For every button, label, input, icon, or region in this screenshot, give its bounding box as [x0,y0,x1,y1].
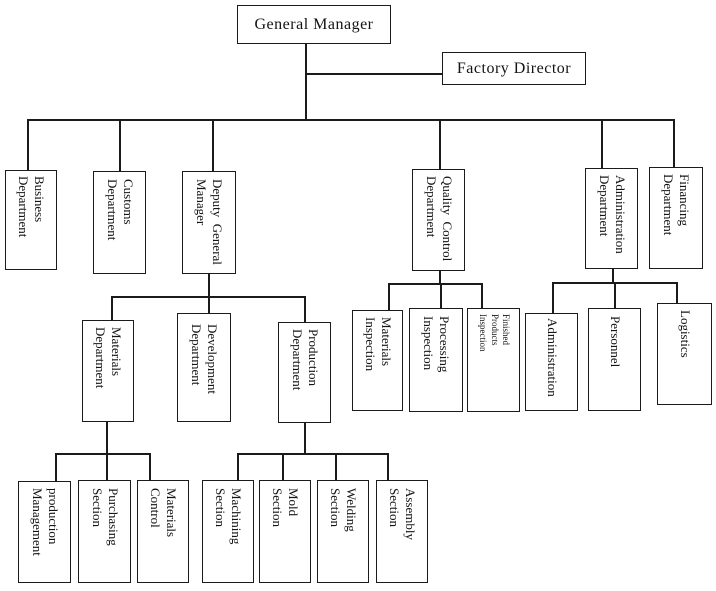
connector-line [237,453,388,455]
node-label: Materials Inspection [362,316,394,371]
node-label: General Manager [254,15,374,33]
node-label: production Management [29,488,61,556]
connector-line [305,73,442,75]
connector-line [111,296,113,320]
node-label: Assembly Section [387,487,419,540]
node-label: Factory Director [456,59,572,77]
connector-line [601,119,603,168]
node-finished-products-inspection: Finished Products Inspection [467,308,520,412]
node-label: Purchasing Section [89,487,121,546]
node-label: Quality Control Department [423,176,455,262]
node-label: Deputy General Manager [194,178,226,265]
connector-line [388,283,390,310]
node-label: Development Department [189,323,221,394]
connector-line [481,283,483,308]
connector-line [149,453,151,480]
node-personnel: Personnel [588,308,641,411]
connector-line [237,453,239,480]
connector-line [439,119,441,169]
connector-line [673,119,675,167]
node-materials-inspection: Materials Inspection [352,310,403,411]
node-development-department: Development Department [177,313,231,422]
connector-line [106,422,108,453]
node-processing-inspection: Processing Inspection [409,308,463,412]
node-logistics: Logistics [657,303,712,405]
connector-line [208,274,210,297]
connector-line [676,282,678,303]
node-label: Personnel [607,315,623,367]
node-mold-section: Mold Section [259,480,311,583]
node-label: Welding Section [328,487,360,532]
node-production-department: Production Department [278,322,331,423]
node-machining-section: Machining Section [202,480,254,583]
connector-line [439,271,441,283]
connector-line [335,453,337,480]
node-assembly-section: Assembly Section [376,480,428,583]
node-label: Business Department [16,176,48,238]
node-label: Mold Section [270,487,302,527]
connector-line [304,423,306,453]
node-label: Financing Department [661,174,693,236]
node-general-manager: General Manager [237,5,391,44]
connector-line [282,453,284,480]
node-customs-department: Customs Department [93,171,146,274]
connector-line [27,119,29,170]
node-factory-director: Factory Director [442,52,586,85]
connector-line [305,44,307,120]
connector-line [612,269,614,282]
connector-line [212,119,214,171]
node-quality-control-department: Quality Control Department [412,169,465,271]
node-administration-office: Administration [525,313,578,411]
node-deputy-general-manager: Deputy General Manager [182,171,236,274]
connector-line [119,119,121,171]
node-welding-section: Welding Section [317,480,369,583]
connector-line [440,283,442,308]
node-label: Materials Department [93,327,125,389]
node-label: Customs Department [104,178,136,240]
node-business-department: Business Department [5,170,57,270]
node-production-management: production Management [18,481,71,583]
node-label: Finished Products Inspection [477,314,511,352]
connector-line [387,453,389,480]
connector-line [55,453,149,455]
connector-line [27,119,674,121]
connector-line [388,283,482,285]
node-financing-department: Financing Department [649,167,703,269]
node-materials-control: Materials Control [137,480,189,583]
node-purchasing-section: Purchasing Section [78,480,131,583]
node-administration-department: Administration Department [585,168,638,269]
node-label: Administration Department [596,174,628,254]
node-label: Production Department [289,328,321,390]
node-label: Administration [544,318,560,397]
connector-line [614,282,616,308]
node-materials-department: Materials Department [82,320,134,422]
node-label: Processing Inspection [421,316,453,373]
connector-line [208,296,210,313]
connector-line [106,453,108,480]
node-label: Logistics [677,310,693,358]
connector-line [304,296,306,322]
connector-line [552,282,554,313]
node-label: Materials Control [148,487,180,537]
connector-line [55,453,57,481]
node-label: Machining Section [213,487,245,544]
